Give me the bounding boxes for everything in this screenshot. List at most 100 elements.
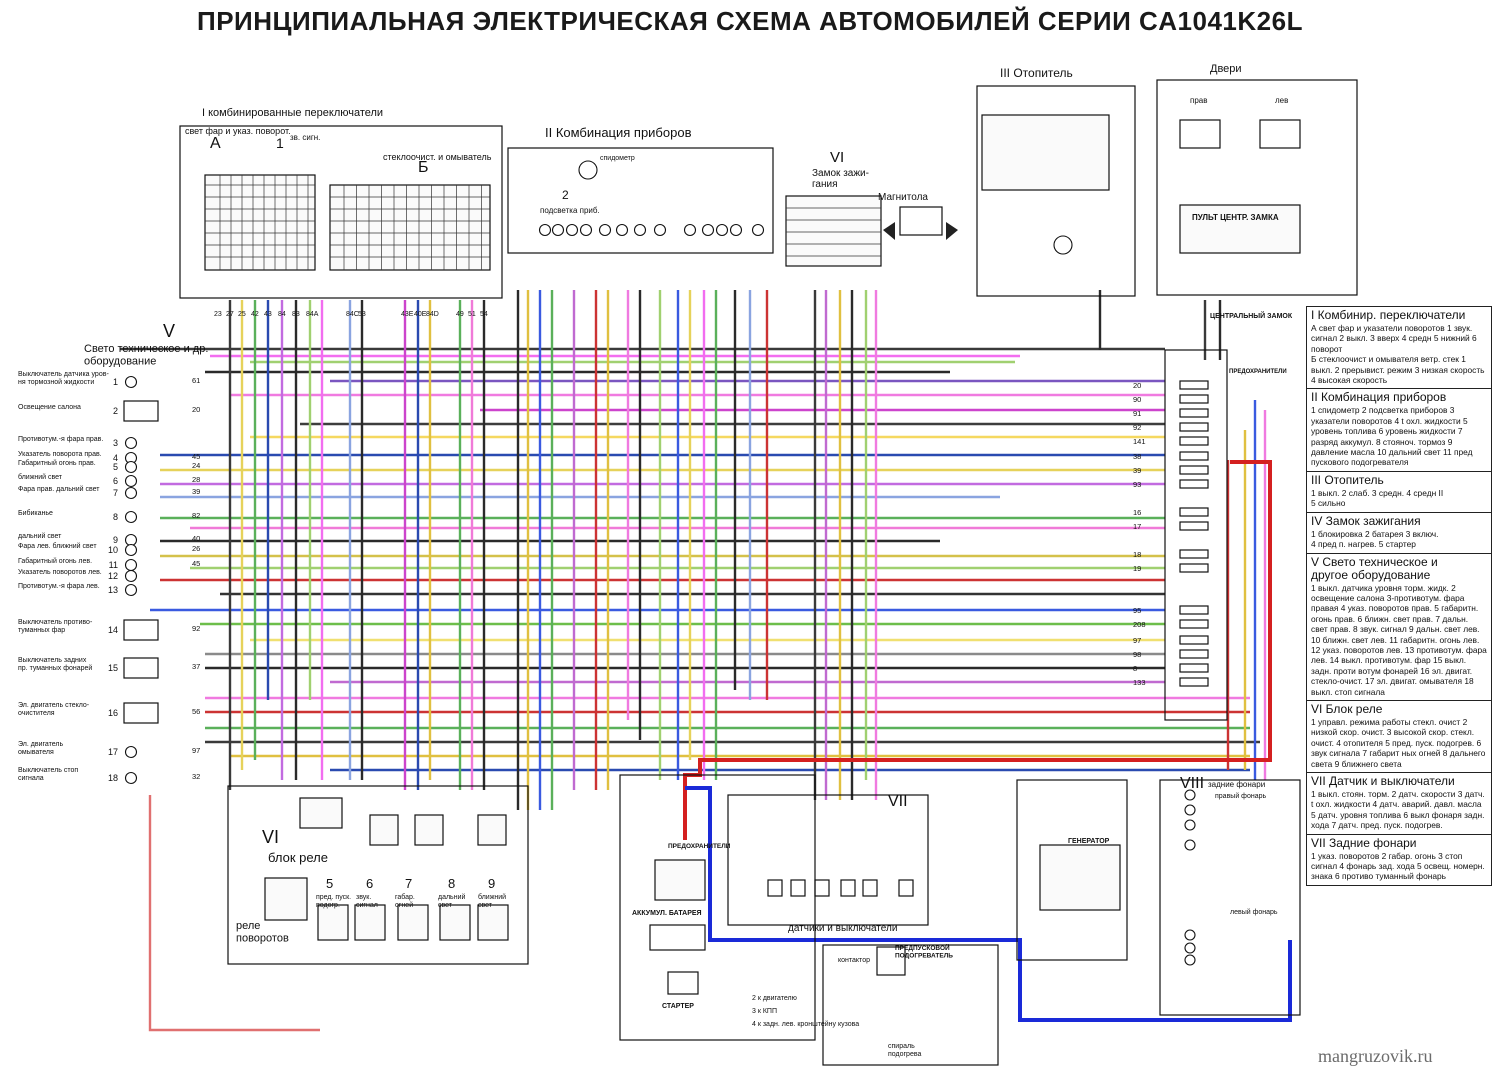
device-label: Выключатель датчика уров-ня тормозной жи… [18, 371, 109, 386]
fuse-wire-number: 39 [1133, 466, 1141, 475]
legend-body: 1 спидометр 2 подсветка приборов 3 указа… [1311, 405, 1473, 468]
fuse-icon [1179, 408, 1209, 418]
legend-heading: V Свето техническое и другое оборудовани… [1311, 554, 1438, 582]
switch-a-label: А [210, 135, 221, 152]
fuse-icon [1179, 605, 1209, 615]
fuse-wire-number: 8 [1133, 664, 1137, 673]
fuse-icon [1179, 422, 1209, 432]
contactor-label: контактор [838, 957, 870, 964]
legend-heading: I Комбинир. переключатели [1311, 308, 1466, 322]
device-box [123, 400, 159, 422]
relay-block-frame [227, 785, 529, 965]
ground-note: 2 к двигателю [752, 995, 797, 1002]
lamp-icon [653, 223, 667, 237]
rear-left-label: левый фонарь [1230, 908, 1278, 916]
pre-fuse-label: ПРЕДОХРАНИТЕЛИ [668, 843, 731, 850]
device-wire-number: 82 [192, 511, 200, 520]
device-label: ближний свет [18, 473, 63, 481]
device-wire-number: 61 [192, 376, 200, 385]
fuse-wire-number: 95 [1133, 606, 1141, 615]
starter-area-frame [619, 774, 816, 1041]
switch-wire-number: 23 [214, 311, 222, 318]
fuse-icon [1179, 521, 1209, 531]
speedo-label: спидометр [600, 155, 635, 162]
device-box [123, 657, 159, 679]
lamp-icon [729, 223, 743, 237]
device-wire-number: 28 [192, 475, 200, 484]
device-number: 6 [113, 476, 118, 486]
cluster-frame [507, 147, 774, 254]
fuse-wire-number: 16 [1133, 508, 1141, 517]
door-actuator-left [1259, 119, 1301, 149]
fuse-icon [1179, 549, 1209, 559]
fuse-icon [1179, 619, 1209, 629]
device-wire-number: 45 [192, 559, 200, 568]
starter-label: СТАРТЕР [662, 1003, 694, 1010]
lock-unit-label: ПУЛЬТ ЦЕНТР. ЗАМКА [1192, 213, 1279, 222]
door-actuator-right [1179, 119, 1221, 149]
switch-wire-number: 84 [278, 311, 286, 318]
device-label: Противотум.-я фара прав. [18, 436, 103, 443]
device-wire-number: 37 [192, 662, 200, 671]
lamp-icon [124, 436, 138, 450]
tail-lamp-icon [1184, 819, 1196, 831]
device-label: Указатель поворотов лев. [18, 569, 102, 576]
fuse-wire-number: 20 [1133, 381, 1141, 390]
speedometer-icon [578, 160, 598, 180]
switch-block-frame [179, 125, 503, 299]
device-number: 12 [108, 571, 118, 581]
relay-number: 9 [488, 876, 495, 891]
legend-body: 1 выкл. 2 слаб. 3 средн. 4 средн II 5 си… [1311, 487, 1444, 509]
relay-icon [397, 904, 429, 941]
lamp-icon [124, 510, 138, 524]
ground-note: 3 к КПП [752, 1008, 777, 1015]
device-label: Выключатель противо-туманных фар [18, 619, 93, 634]
device-wire-number: 40 [192, 534, 200, 543]
doors-title: Двери [1210, 63, 1242, 75]
speaker-icon [946, 222, 958, 240]
switch-wire-number: 42 [251, 311, 259, 318]
lighting-title: V [163, 321, 175, 341]
lamp-icon [701, 223, 715, 237]
device-label: Эл. двигатель стекло-очистителя [18, 702, 90, 717]
switch-wire-number: 51 [468, 311, 476, 318]
lamp-icon [598, 223, 612, 237]
device-label: Указатель поворота прав. [18, 451, 102, 458]
fuse-wire-number: 18 [1133, 550, 1141, 559]
relay-icon [299, 797, 343, 829]
device-number: 14 [108, 625, 118, 635]
page-title: ПРИНЦИПИАЛЬНАЯ ЭЛЕКТРИЧЕСКАЯ СХЕМА АВТОМ… [197, 6, 1303, 36]
device-label: Бибиканье [18, 509, 53, 517]
cluster-num: 2 [562, 188, 569, 202]
fuse-icon [1179, 380, 1209, 390]
door-right-label: прав [1190, 96, 1207, 105]
lamp-icon [715, 223, 729, 237]
generator-icon [1039, 844, 1121, 911]
fuse-icon [1179, 635, 1209, 645]
device-number: 1 [113, 377, 118, 387]
relay-icon [354, 904, 386, 941]
switch-wire-number: 83 [292, 311, 300, 318]
switch-wire-number: 43E [401, 311, 414, 318]
tail-lamp-icon [1184, 789, 1196, 801]
switch-wire-number: 84A [306, 311, 319, 318]
power-wire [685, 786, 1292, 1022]
device-label: Габаритный огонь лев. [18, 557, 92, 565]
rear-right-label: правый фонарь [1215, 792, 1266, 800]
legend-heading: II Комбинация приборов [1311, 390, 1447, 405]
device-wire-number: 20 [192, 405, 200, 414]
generator-label: ГЕНЕРАТОР [1068, 838, 1110, 845]
generator-frame [1016, 779, 1128, 961]
switch-a-grid [204, 174, 316, 271]
